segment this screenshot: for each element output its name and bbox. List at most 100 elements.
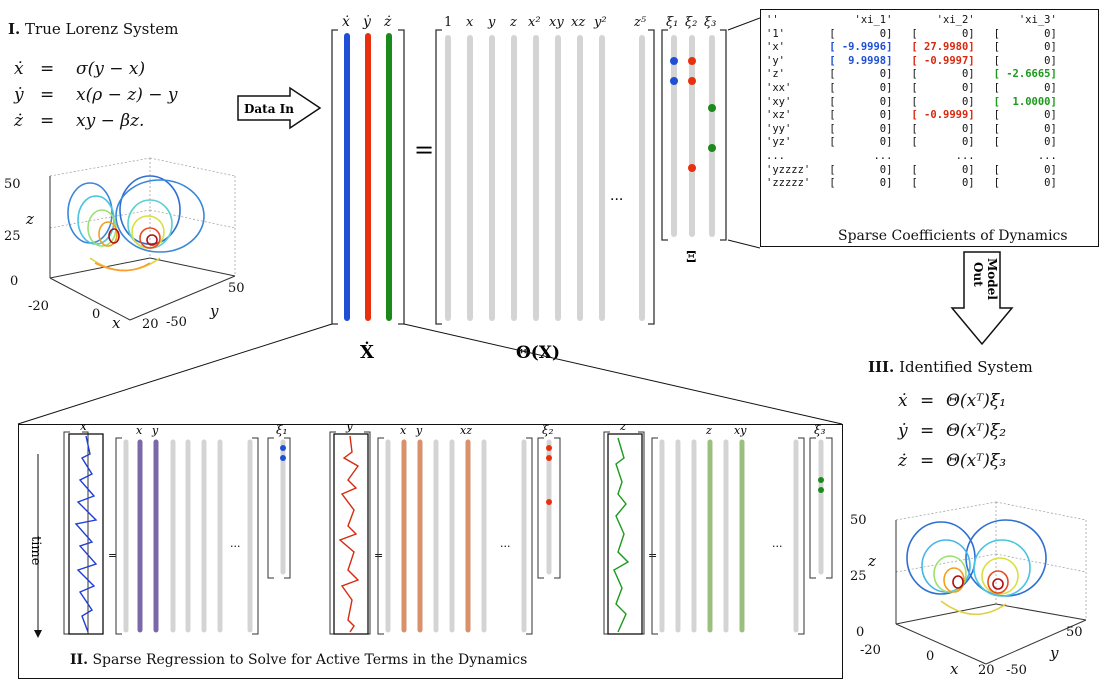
coef-row: 'y' [ 9.9998] [ -0.9997] [ 0] [766, 54, 1057, 67]
coef-row: 'yz' [ 0] [ 0] [ 0] [766, 136, 1057, 149]
eq2-eq: = [40, 85, 55, 105]
sparse-regression-panels: time ẋ = x y ··· ξ₁ [28, 424, 833, 638]
plot1-ztick-0: 0 [10, 274, 18, 289]
coef-row: 'yy' [ 0] [ 0] [ 0] [766, 122, 1057, 135]
id-eq2-rhs: Θ(xᵀ)ξ₂ [946, 421, 1007, 441]
panel2-lhs: ẏ [345, 424, 353, 433]
theta-header-z: z [509, 15, 517, 30]
panel1-equals: = [108, 549, 117, 562]
panel2-dots: ··· [500, 540, 511, 553]
plot3-xlabel: x [950, 660, 959, 678]
panel1-xi: ξ₁ [276, 424, 287, 437]
section1-title-text: True Lorenz System [25, 20, 179, 38]
section2-title: II. Sparse Regression to Solve for Activ… [70, 652, 527, 668]
panel3-lhs: ż [619, 424, 627, 433]
panel3-xi: ξ₃ [814, 424, 826, 437]
coef-value: [ 9.9998] [829, 54, 893, 67]
theta-header-xz: xz [571, 15, 585, 30]
data-in-label: Data In [244, 102, 294, 116]
section1-title: I. True Lorenz System [8, 20, 178, 38]
theta-dots: ··· [610, 192, 623, 208]
xdot-label: Ẋ [360, 340, 374, 363]
plot3-ztick-25: 25 [850, 569, 867, 584]
plot3-ztick-50: 50 [850, 513, 867, 528]
plot3-ytick-m50: -50 [1006, 663, 1027, 678]
sparse-regression-box [18, 424, 843, 679]
panel2-xi: ξ₂ [542, 424, 554, 437]
lorenz-plot-identified: 50 25 0 -20 0 20 50 -50 z x y [850, 501, 1087, 678]
eq2-lhs: ẏ [14, 85, 24, 105]
xi-label: Ξ [686, 248, 697, 266]
lorenz-plot-true: 50 25 0 -20 0 20 50 -50 z x y [4, 157, 245, 332]
coef-ellipsis-row: ... ... ... ... [766, 149, 1057, 162]
coef-value: [ -9.9996] [829, 41, 893, 54]
eq1-rhs: σ(y − x) [76, 59, 146, 79]
plot1-ytick-m50: -50 [166, 315, 187, 330]
coef-value: [ 1.0000] [993, 95, 1057, 108]
identified-equations: ẋ=Θ(xᵀ)ξ₁ ẏ=Θ(xᵀ)ξ₂ ż=Θ(xᵀ)ξ₃ [898, 386, 1098, 476]
coef-row: 'x' [ -9.9996] [ 27.9980] [ 0] [766, 41, 1057, 54]
coef-value: [ 27.9980] [911, 41, 975, 54]
plot3-ylabel: y [1049, 644, 1059, 662]
eq3-rhs: xy − βz. [76, 111, 145, 131]
matrix-equation: ẋ ẏ ż Ẋ = 1 x y z x² xy xz y² z⁵ ··· Θ(X… [331, 14, 760, 363]
panel1-lhs: ẋ [80, 424, 87, 433]
model-out-label-2: Out [971, 262, 985, 287]
plot1-xtick-20: 20 [142, 317, 159, 332]
time-label: time [28, 536, 43, 566]
plot3-xtick-20: 20 [978, 663, 995, 678]
id-eq3-lhs: ż [898, 451, 907, 471]
model-out-label-1: Model [985, 258, 999, 300]
coef-row: 'xy' [ 0] [ 0] [ 1.0000] [766, 95, 1057, 108]
theta-header-z5: z⁵ [633, 15, 647, 30]
panel-zdot: ż = z xy ··· ξ₃ [603, 424, 833, 635]
panel2-label-y: y [415, 424, 423, 437]
coef-row: '1' [ 0] [ 0] [ 0] [766, 27, 1057, 40]
coef-row: 'zzzzz' [ 0] [ 0] [ 0] [766, 177, 1057, 190]
eq2-rhs: x(ρ − z) − y [76, 85, 178, 105]
id-eq2-lhs: ẏ [898, 421, 908, 441]
plot3-ytick-50: 50 [1066, 625, 1083, 640]
panel3-dots: ··· [772, 540, 783, 553]
plot3-xtick-0: 0 [926, 649, 934, 664]
plot3-xtick-m20: -20 [860, 643, 881, 658]
xdot-header-1: ẋ [342, 14, 350, 30]
theta-header-xy: xy [549, 15, 564, 30]
panel1-dots: ··· [230, 540, 241, 553]
xi-header-3: ξ₃ [704, 15, 716, 30]
plot3-zlabel: z [867, 552, 876, 570]
data-in-arrow: Data In [237, 86, 322, 130]
theta-header-x: x [466, 15, 474, 30]
xdot-header-3: ż [383, 14, 392, 30]
panel1-label-y: y [151, 424, 159, 437]
coef-row: 'z' [ 0] [ 0] [ -2.6665] [766, 68, 1057, 81]
id-eq1-lhs: ẋ [898, 391, 908, 411]
section3-numeral: III. [868, 358, 895, 376]
panel3-equals: = [648, 549, 657, 562]
coef-value: [ -0.9999] [911, 109, 975, 122]
theta-header-y2: y² [593, 15, 607, 30]
section2-numeral: II. [70, 652, 88, 668]
section1-numeral: I. [8, 20, 21, 38]
section3-title-text: Identified System [899, 358, 1033, 376]
coef-value: [ -2.6665] [993, 68, 1057, 81]
id-eq3-rhs: Θ(xᵀ)ξ₃ [946, 451, 1007, 471]
panel2-label-x: x [400, 424, 407, 437]
eq1-eq: = [40, 59, 55, 79]
panel1-label-x: x [136, 424, 143, 437]
plot1-ytick-50: 50 [228, 281, 245, 296]
id-eq1-eq: = [920, 391, 935, 411]
plot3-ztick-0: 0 [856, 625, 864, 640]
coef-value: [ -0.9997] [911, 54, 975, 67]
section2-title-text: Sparse Regression to Solve for Active Te… [92, 652, 528, 668]
eq3-eq: = [40, 111, 55, 131]
section3-title: III. Identified System [868, 358, 1033, 376]
panel-xdot: ẋ = x y ··· ξ₁ [63, 424, 291, 635]
panel2-equals: = [374, 549, 383, 562]
coef-row: 'xx' [ 0] [ 0] [ 0] [766, 81, 1057, 94]
lorenz-equations: ẋ=σ(y − x) ẏ=x(ρ − z) − y ż=xy − βz. [14, 56, 244, 134]
id-eq1-rhs: Θ(xᵀ)ξ₁ [946, 391, 1007, 411]
plot1-ztick-25: 25 [4, 229, 21, 244]
plot1-zlabel: z [25, 210, 34, 228]
eq1-lhs: ẋ [14, 59, 24, 79]
